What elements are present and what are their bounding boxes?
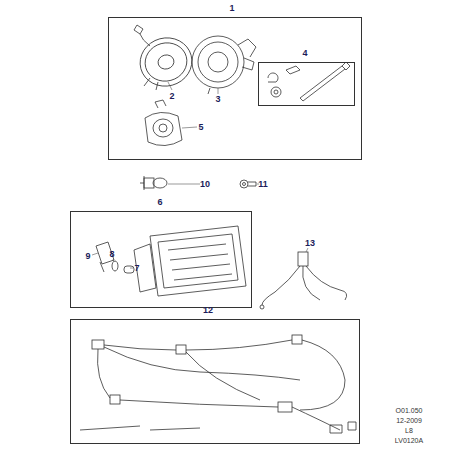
group-box: 6 <box>70 211 252 308</box>
group-box: 12 <box>70 319 360 444</box>
main-harness <box>80 335 356 433</box>
callout-number: 4 <box>302 48 307 58</box>
callout-number: 13 <box>305 238 315 248</box>
lamp-body <box>145 100 182 146</box>
wiring-loom <box>260 252 347 309</box>
callout-number: 12 <box>203 305 213 315</box>
halogen-bulb <box>140 176 167 190</box>
group-box: 14 <box>108 17 362 160</box>
side-lamp <box>96 226 246 296</box>
drawing-code: L8 <box>405 427 413 435</box>
callout-number: 6 <box>157 197 162 207</box>
fixing-kit <box>268 62 350 101</box>
callout-number: 1 <box>229 3 234 13</box>
ring-terminal <box>240 180 256 188</box>
callout-number: 9 <box>85 251 90 261</box>
callout-number: 11 <box>258 179 268 189</box>
callout-number: 8 <box>109 249 114 259</box>
group-box: 4 <box>258 62 355 106</box>
callout-number: 7 <box>134 263 139 273</box>
drawing-code: O01.050 <box>396 407 423 415</box>
callout-number: 3 <box>215 94 220 104</box>
callout-number: 2 <box>169 91 174 101</box>
drawing-code: 12-2009 <box>396 417 422 425</box>
leader-lines <box>92 82 308 268</box>
callout-number: 5 <box>198 122 203 132</box>
fog-lamp-rear <box>192 36 256 94</box>
callout-number: 10 <box>200 179 210 189</box>
drawing-code: LV0120A <box>395 437 423 445</box>
fog-lamp-round <box>134 25 197 92</box>
